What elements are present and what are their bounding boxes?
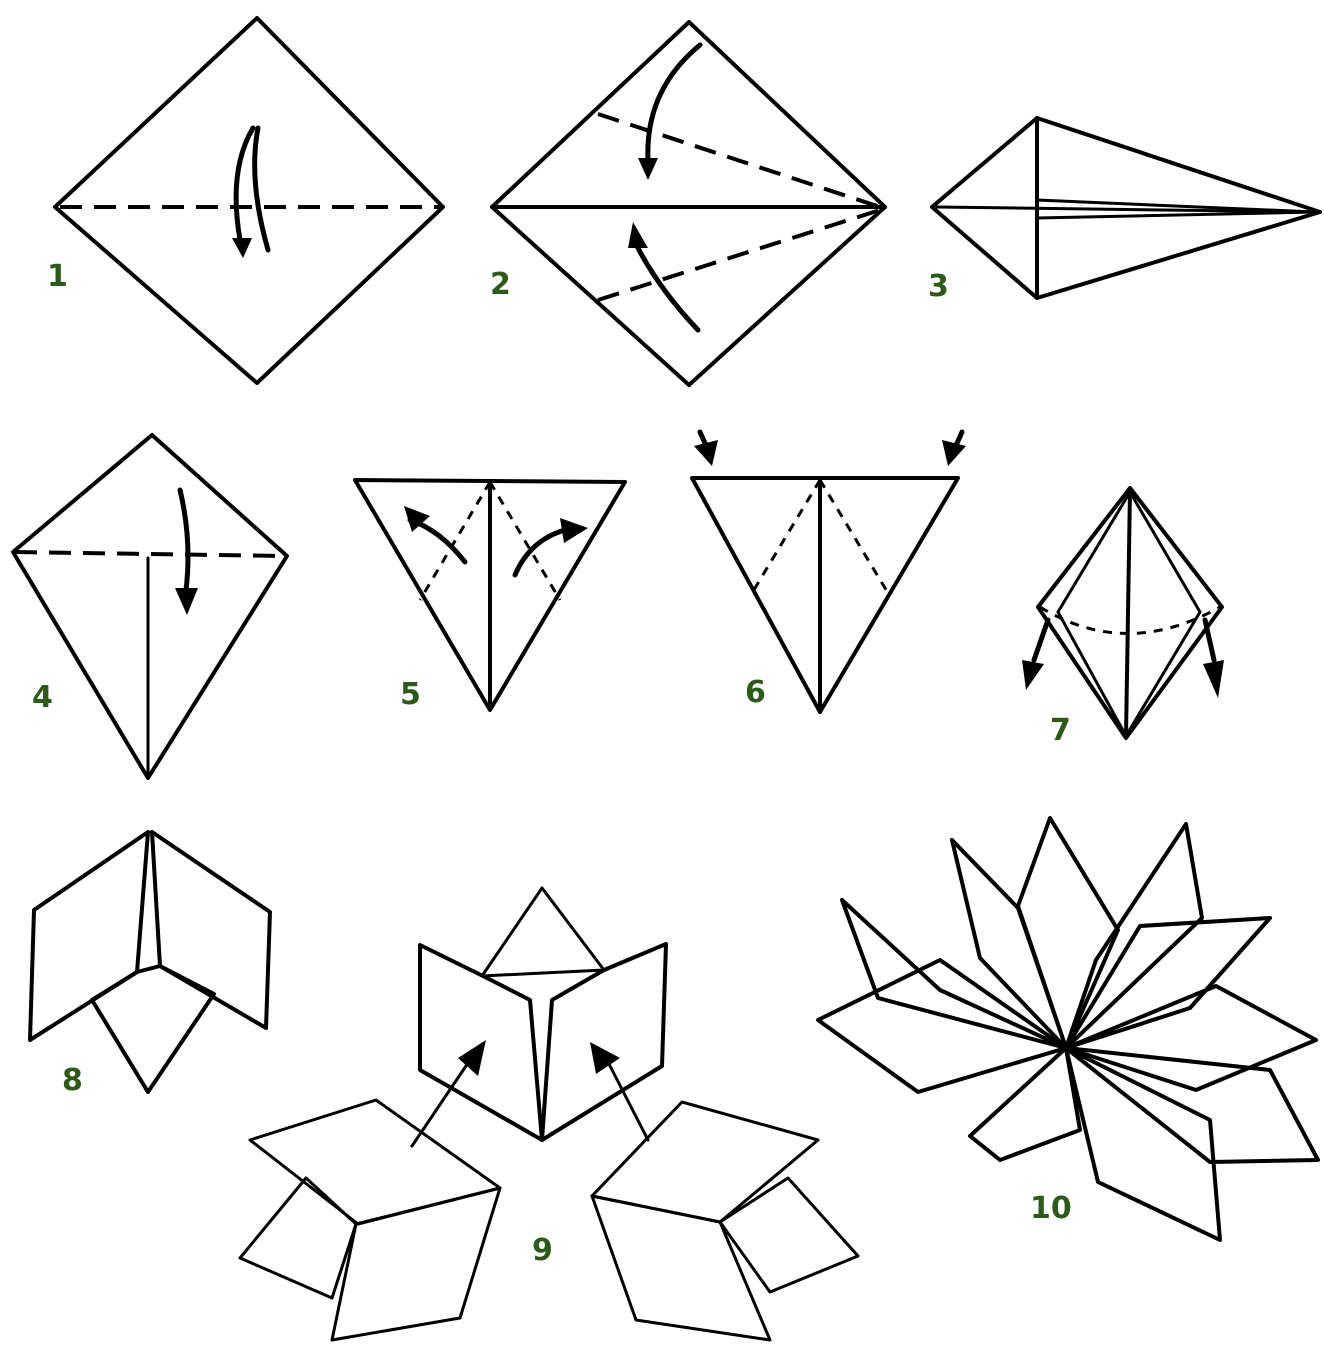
step-10 xyxy=(818,818,1318,1240)
step-6 xyxy=(692,432,966,712)
step-2-number: 2 xyxy=(490,267,511,302)
step-9 xyxy=(240,888,858,1340)
step-9-number: 9 xyxy=(532,1233,553,1268)
step-8 xyxy=(30,832,270,1092)
step-1-number: 1 xyxy=(47,259,68,294)
step-6-number: 6 xyxy=(745,675,766,710)
step-4 xyxy=(13,435,287,778)
step-8-number: 8 xyxy=(62,1063,83,1098)
step-10-number: 10 xyxy=(1030,1191,1072,1226)
step-7 xyxy=(1022,488,1224,738)
step-5-number: 5 xyxy=(400,677,421,712)
step-3-number: 3 xyxy=(928,269,949,304)
step-7-number: 7 xyxy=(1050,713,1071,748)
step-2 xyxy=(492,22,885,385)
step-4-number: 4 xyxy=(32,680,53,715)
step-1 xyxy=(55,18,443,383)
step-5 xyxy=(355,480,625,710)
step-3 xyxy=(932,118,1320,298)
